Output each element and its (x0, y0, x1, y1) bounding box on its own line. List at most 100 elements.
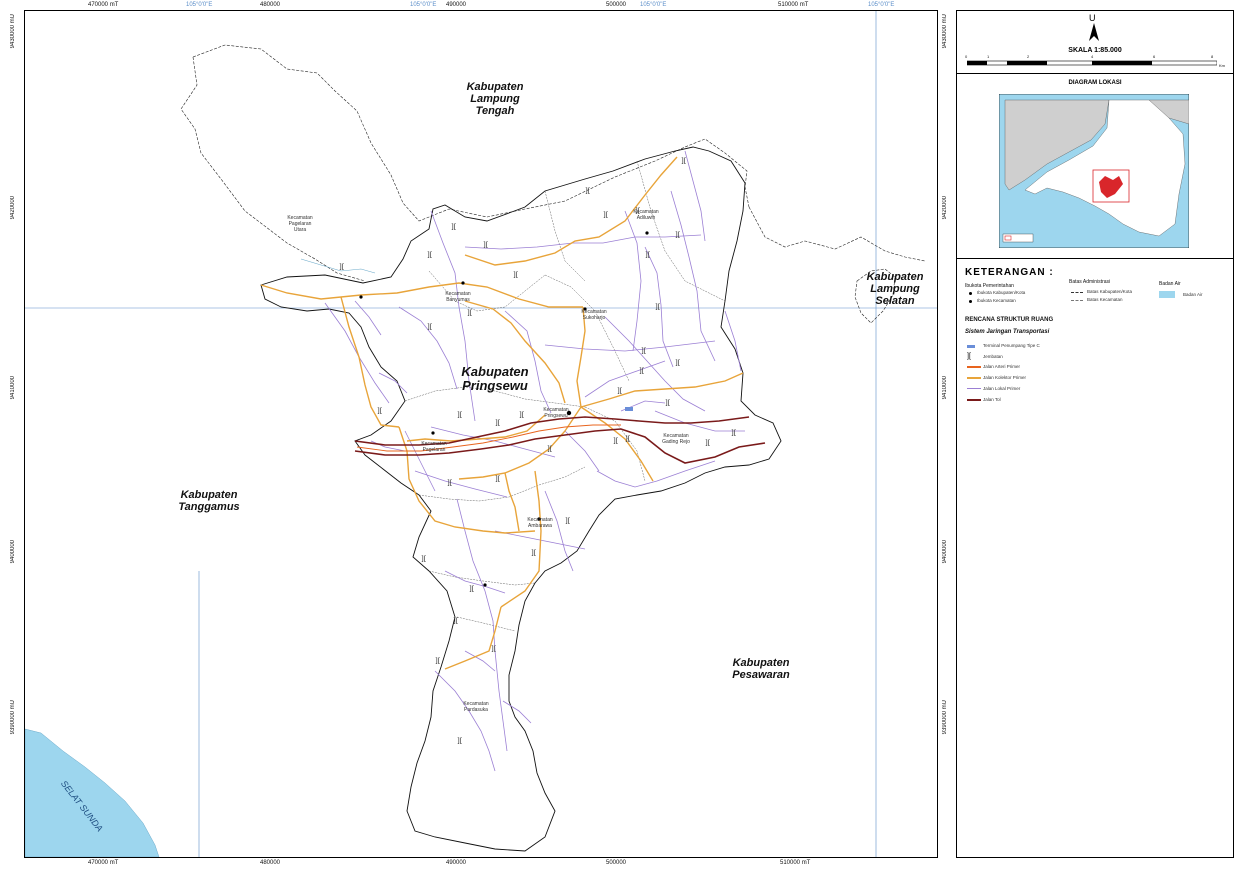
transport-item: Jalan Lokal Primer (983, 386, 1021, 391)
bridge-icon: ][ (967, 353, 971, 360)
legend-heading: KETERANGAN : (965, 267, 1054, 278)
svg-text:][: ][ (603, 211, 609, 219)
kec-label: Kecamatan Adiluwih (633, 209, 659, 221)
coord-left: 9430000 mU (10, 14, 16, 49)
scale-tick: 6 (1153, 54, 1156, 59)
kec-label: Kecamatan Gading Rejo (662, 433, 690, 445)
svg-text:][: ][ (635, 207, 641, 215)
kec-label: Kecamatan Pringsewu (543, 407, 569, 419)
coord-bottom: 480000 (260, 860, 281, 866)
svg-text:][: ][ (645, 251, 651, 259)
svg-text:][: ][ (513, 271, 519, 279)
scale-tick: 4 (1091, 54, 1094, 59)
svg-text:][: ][ (377, 407, 383, 415)
bridge-symbols: ][ ][ ][ ][ ][ ][ ][ ][ ][ ][ ][ ][ ][ ][ ][ ][ ][]… (339, 157, 737, 745)
badan-air-title: Badan Air (1159, 281, 1181, 287)
region-lampung-tengah: Kabupaten Lampung Tengah (466, 81, 524, 117)
scale-unit: Km (1219, 63, 1225, 68)
svg-text:][: ][ (641, 347, 647, 355)
transport-item: Jalan Tol (983, 397, 1001, 402)
ibukota-kecamatan-icon (969, 300, 972, 303)
coord-left: 9400000 (10, 540, 16, 564)
svg-text:][: ][ (613, 437, 619, 445)
svg-text:][: ][ (665, 399, 671, 407)
region-tanggamus: Kabupaten Tanggamus (178, 489, 240, 513)
kec-label: Kecamatan Pagelaran Utara (287, 215, 313, 233)
svg-text:][: ][ (469, 585, 475, 593)
transport-item: Terminal Penumpang Tipe C (983, 343, 1040, 348)
coord-top-geo: 105°0'0"E (868, 2, 895, 8)
ibukota-title: Ibukota Pemerintahan (965, 283, 1014, 289)
svg-text:][: ][ (639, 367, 645, 375)
jalan-arteri-primer (356, 424, 621, 452)
lokal-line-icon (967, 388, 981, 389)
region-pesawaran: Kabupaten Pesawaran (732, 657, 790, 681)
boundary-tanggamus-north (180, 56, 366, 282)
coord-top: 490000 (446, 2, 467, 8)
boundary-pringsewu (260, 146, 782, 852)
svg-text:][: ][ (453, 617, 459, 625)
svg-text:][: ][ (467, 309, 473, 317)
svg-text:][: ][ (565, 517, 571, 525)
coord-top-geo: 105°0'0"E (640, 2, 667, 8)
diagram-title: DIAGRAM LOKASI (1068, 80, 1122, 86)
coord-top-geo: 105°0'0"E (410, 2, 437, 8)
svg-text:][: ][ (427, 251, 433, 259)
diagram-lokasi-section: DIAGRAM LOKASI (957, 74, 1233, 259)
transport-item: Jalan Arteri Primer (983, 364, 1021, 369)
kec-label: Kecamatan Ambarawa (527, 517, 553, 529)
ibukota-item: Ibukota Kecamatan (977, 298, 1016, 303)
svg-text:][: ][ (731, 429, 737, 437)
arteri-line-icon (967, 366, 981, 368)
svg-text:][: ][ (435, 657, 441, 665)
svg-text:][: ][ (675, 231, 681, 239)
coord-bottom: 490000 (446, 860, 467, 866)
coord-top: 510000 mT (778, 2, 809, 8)
badan-air-item: Badan Air (1183, 292, 1203, 297)
scale-bar (967, 60, 1217, 66)
coord-bottom: 500000 (606, 860, 627, 866)
svg-text:][: ][ (547, 445, 553, 453)
jalan-tol-2 (354, 428, 766, 464)
svg-text:][: ][ (457, 737, 463, 745)
svg-text:][: ][ (495, 419, 501, 427)
svg-text:][: ][ (617, 387, 623, 395)
location-inset-map[interactable] (999, 94, 1189, 248)
svg-text:][: ][ (585, 187, 591, 195)
kec-label: Kecamatan Pardasuka (463, 701, 489, 713)
kec-label: Kecamatan Banyumas (445, 291, 471, 303)
map-canvas[interactable]: ][ ][ ][ ][ ][ ][ ][ ][ ][ ][ ][ ][ ][ ][ ][ ][ ][]… (24, 10, 938, 858)
kec-label: Kecamatan Pagelaran (421, 441, 447, 453)
coord-right: 9410000 (942, 376, 948, 400)
transport-item: Jembatan (983, 354, 1003, 359)
coord-top: 480000 (260, 2, 281, 8)
region-lampung-selatan: Kabupaten Lampung Selatan (866, 271, 924, 307)
svg-text:][: ][ (421, 555, 427, 563)
scale-text: SKALA 1:85.000 (1068, 47, 1122, 54)
jalan-kolektor-primer-network (260, 156, 744, 670)
svg-text:][: ][ (681, 157, 687, 165)
svg-text:][: ][ (531, 549, 537, 557)
boundary-selatan-patch (854, 268, 896, 324)
coord-bottom: 470000 mT (88, 860, 119, 866)
batas-item: Batas Kecamatan (1087, 297, 1123, 302)
scale-tick: 2 (1027, 54, 1030, 59)
batas-kabupaten-line-icon (1071, 292, 1083, 293)
svg-text:][: ][ (675, 359, 681, 367)
terminal-symbol (625, 407, 633, 411)
svg-text:][: ][ (427, 323, 433, 331)
ibukota-kabupaten-icon (969, 292, 972, 295)
coord-left: 9410000 (10, 376, 16, 400)
batas-kecamatan-line-icon (1071, 300, 1083, 301)
sistem-title: Sistem Jaringan Transportasi (965, 329, 1050, 335)
svg-text:][: ][ (519, 411, 525, 419)
ibukota-item: Ibukota Kabupaten/Kota (977, 290, 1026, 295)
coord-top: 470000 mT (88, 2, 119, 8)
jalan-tol-1 (354, 416, 750, 446)
kec-label: Kecamatan Sukoharjo (581, 309, 607, 321)
region-pringsewu: Kabupaten Pringsewu (461, 364, 529, 393)
coord-top-geo: 105°0'0"E (186, 2, 213, 8)
coord-bottom: 510000 mT (780, 860, 811, 866)
batas-title: Batas Administrasi (1069, 279, 1111, 285)
svg-text:][: ][ (457, 411, 463, 419)
